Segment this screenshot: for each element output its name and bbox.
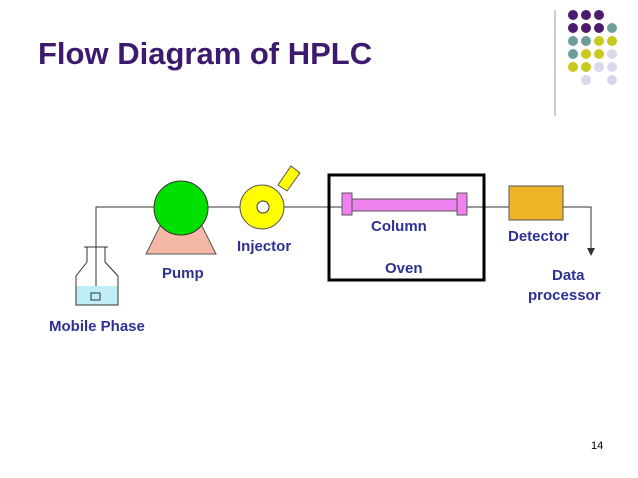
decorative-dot [607,23,617,33]
data-processor-label-line2: processor [528,287,601,304]
column-fitting-right [456,192,468,216]
reservoir-liquid [76,286,118,305]
detector-label: Detector [508,228,569,245]
decorative-dot [594,10,604,20]
column-tube [347,198,464,212]
flow-arrow-icon [587,248,595,256]
decorative-dot-grid [568,10,617,85]
decorative-dot [568,36,578,46]
decorative-dot [568,10,578,20]
decorative-dot [568,23,578,33]
decorative-dot [594,49,604,59]
oven [327,173,486,282]
injector-port [277,165,301,192]
data-processor-label-line1: Data [552,267,585,284]
decorative-dot [607,36,617,46]
reservoir-bottle [75,247,119,306]
injector [239,165,301,230]
pump-label: Pump [162,265,204,282]
decorative-dot [581,10,591,20]
decorative-dot [581,23,591,33]
decorative-dot [568,49,578,59]
decorative-dot [568,62,578,72]
decorative-dot [594,36,604,46]
decorative-dot [581,36,591,46]
injector-loop [256,200,270,214]
decorative-dot [607,62,617,72]
detector-box [508,185,564,221]
pump-head [153,180,209,236]
oven-box [327,173,486,282]
decorative-dot [594,62,604,72]
column-label: Column [371,218,427,235]
decorative-dot [594,23,604,33]
mobile-phase-label: Mobile Phase [49,318,145,335]
slide-title: Flow Diagram of HPLC [38,36,373,71]
decorative-dot [581,49,591,59]
column-fitting-left [341,192,353,216]
oven-label: Oven [385,260,423,277]
decorative-dot [607,49,617,59]
pump [145,180,217,255]
mobile-phase-reservoir [75,246,119,306]
injector-label: Injector [237,238,292,255]
page-number: 14 [591,440,604,452]
decorative-dot [581,62,591,72]
decorative-dot [581,75,591,85]
reservoir-filter [90,292,101,301]
decorative-dot [607,75,617,85]
